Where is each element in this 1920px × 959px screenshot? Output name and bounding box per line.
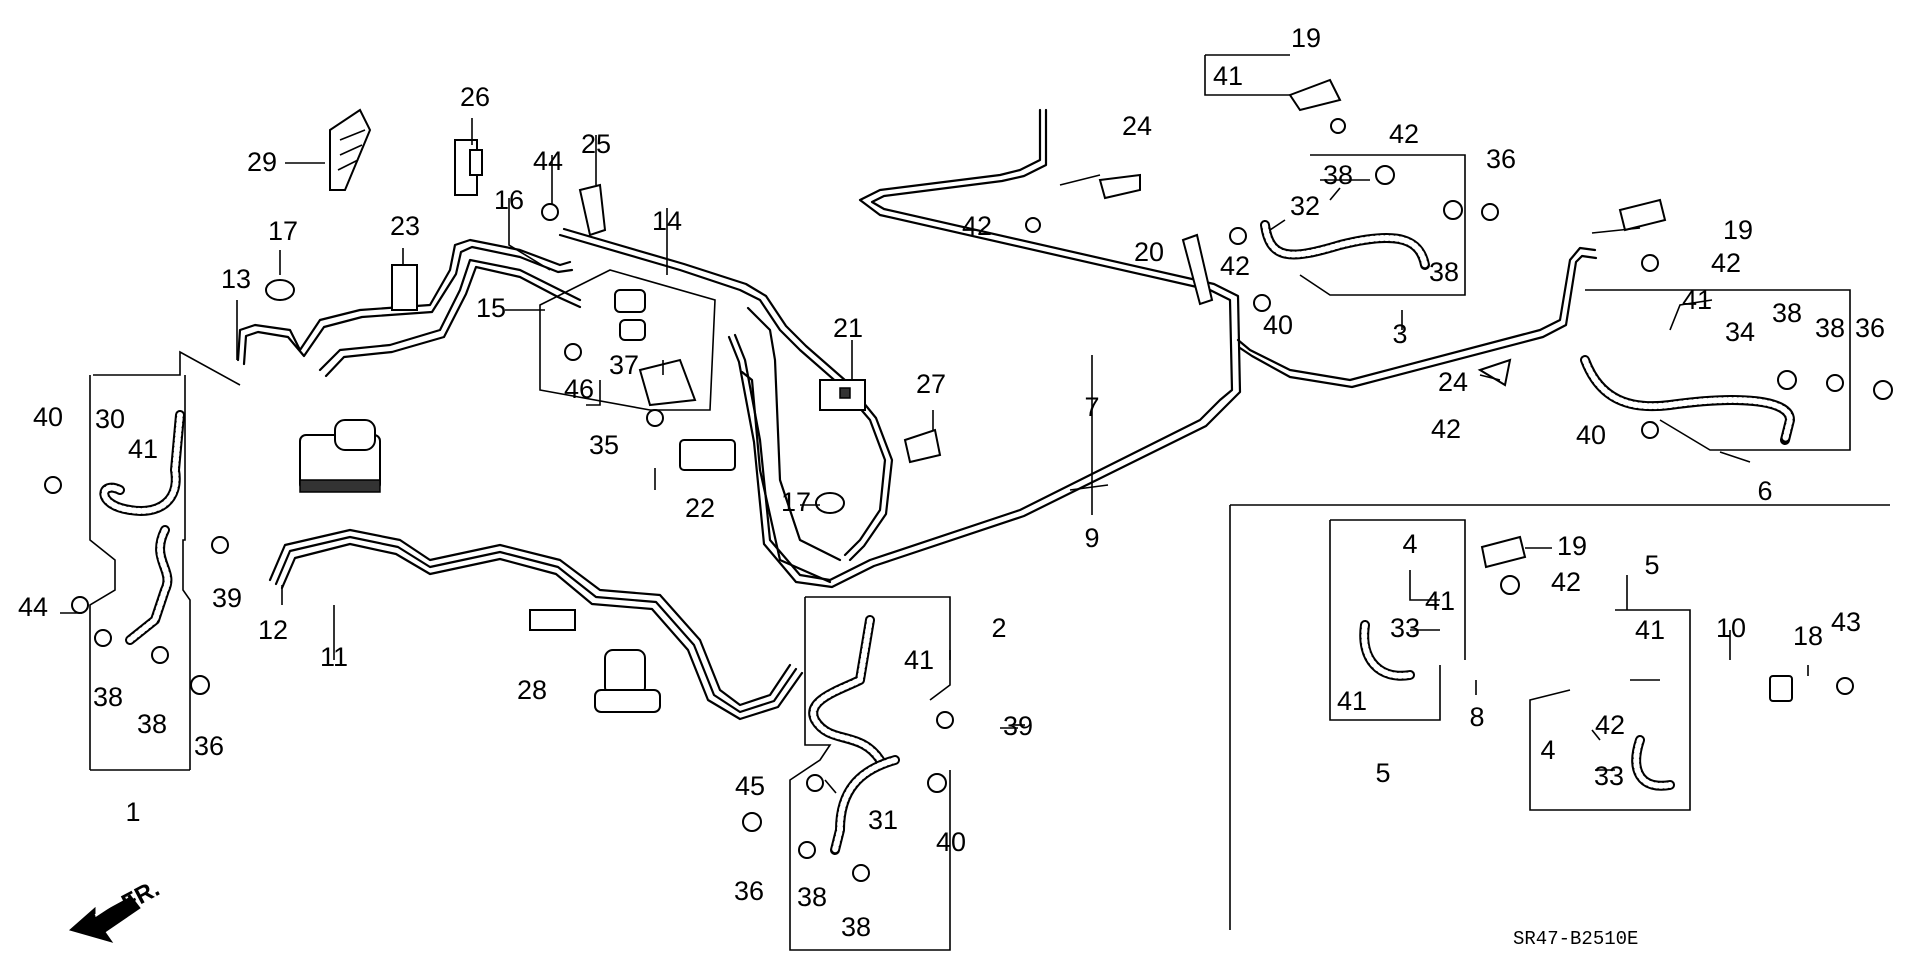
callout-3: 3: [1392, 319, 1407, 349]
callout-24: 24: [1122, 111, 1152, 141]
callout-19: 19: [1723, 215, 1753, 245]
callout-36: 36: [734, 876, 764, 906]
callout-41: 41: [1213, 61, 1243, 91]
callout-26: 26: [460, 82, 490, 112]
callout-18: 18: [1793, 621, 1823, 651]
callout-35: 35: [589, 430, 619, 460]
leader-lines: [60, 118, 1809, 794]
callout-40: 40: [33, 402, 63, 432]
callout-41: 41: [1682, 285, 1712, 315]
callout-36: 36: [194, 731, 224, 761]
callout-40: 40: [1576, 420, 1606, 450]
fasteners: [44, 118, 1893, 882]
callout-42: 42: [1711, 248, 1741, 278]
callout-41: 41: [1425, 586, 1455, 616]
callout-38: 38: [1815, 313, 1845, 343]
callout-42: 42: [962, 211, 992, 241]
callout-33: 33: [1594, 761, 1624, 791]
callout-36: 36: [1855, 313, 1885, 343]
callout-15: 15: [476, 293, 506, 323]
callout-42: 42: [1389, 119, 1419, 149]
callout-5: 5: [1644, 550, 1659, 580]
callout-44: 45: [735, 771, 765, 801]
callout-43: 44: [533, 146, 563, 176]
callouts: 1 2 3 4 4 5 5 6 7 8 9 10 11 12 13 14 15 …: [18, 23, 1885, 942]
callout-24: 24: [1438, 367, 1468, 397]
callout-31: 31: [868, 805, 898, 835]
callout-36: 36: [1486, 144, 1516, 174]
callout-38: 38: [1772, 298, 1802, 328]
callout-1: 1: [125, 797, 140, 827]
callout-21: 21: [833, 313, 863, 343]
callout-45: 46: [564, 374, 594, 404]
callout-25: 25: [581, 129, 611, 159]
callout-6: 6: [1757, 476, 1772, 506]
callout-32: 32: [1290, 191, 1320, 221]
callout-44: 44: [18, 592, 48, 622]
callout-38: 38: [137, 709, 167, 739]
callout-12: 12: [258, 615, 288, 645]
callout-40: 40: [936, 827, 966, 857]
callout-42: 42: [1431, 414, 1461, 444]
callout-42: 42: [1220, 251, 1250, 281]
callout-8: 8: [1469, 702, 1484, 732]
assembly-outlines: [89, 54, 1890, 951]
callout-13: 13: [221, 264, 251, 294]
front-arrow: FR.: [68, 875, 164, 943]
callout-17: 17: [268, 216, 298, 246]
callout-38: 38: [797, 882, 827, 912]
callout-28: 28: [517, 675, 547, 705]
callout-17: 17: [781, 487, 811, 517]
callout-16: 16: [494, 185, 524, 215]
callout-38: 38: [93, 682, 123, 712]
callout-2: 2: [991, 613, 1006, 643]
callout-10: 10: [1716, 613, 1746, 643]
callout-9: 9: [1084, 523, 1099, 553]
callout-37: 37: [609, 350, 639, 380]
callout-34: 34: [1725, 317, 1755, 347]
callout-27: 27: [916, 369, 946, 399]
callout-4: 4: [1540, 735, 1555, 765]
callout-11: 11: [320, 642, 348, 672]
callout-14: 14: [652, 206, 682, 236]
callout-4: 4: [1402, 529, 1417, 559]
callout-38: 38: [1323, 160, 1353, 190]
callout-33: 33: [1390, 613, 1420, 643]
callout-41: 41: [1337, 686, 1367, 716]
callout-19: 19: [1557, 531, 1587, 561]
callout-41: 41: [1635, 615, 1665, 645]
callout-22: 22: [685, 493, 715, 523]
callout-42: 43: [1831, 607, 1861, 637]
callout-29: 29: [247, 147, 277, 177]
callout-39: 39: [1003, 711, 1033, 741]
callout-23: 23: [390, 211, 420, 241]
callout-38: 38: [1429, 257, 1459, 287]
callout-38: 38: [841, 912, 871, 942]
callout-41: 41: [904, 645, 934, 675]
brake-hoses: [99, 220, 1795, 855]
callout-20: 20: [1134, 237, 1164, 267]
callout-42: 42: [1551, 567, 1581, 597]
callout-41: 41: [128, 434, 158, 464]
callout-39: 39: [212, 583, 242, 613]
callout-7: 7: [1084, 392, 1099, 422]
callout-5: 5: [1375, 758, 1390, 788]
callout-40: 40: [1263, 310, 1293, 340]
callout-41: 42: [1595, 710, 1625, 740]
diagram-code: SR47-B2510E: [1513, 928, 1638, 950]
brake-pipes: [236, 108, 1598, 721]
callout-30: 30: [95, 404, 125, 434]
callout-19: 19: [1291, 23, 1321, 53]
components: [265, 78, 1793, 713]
